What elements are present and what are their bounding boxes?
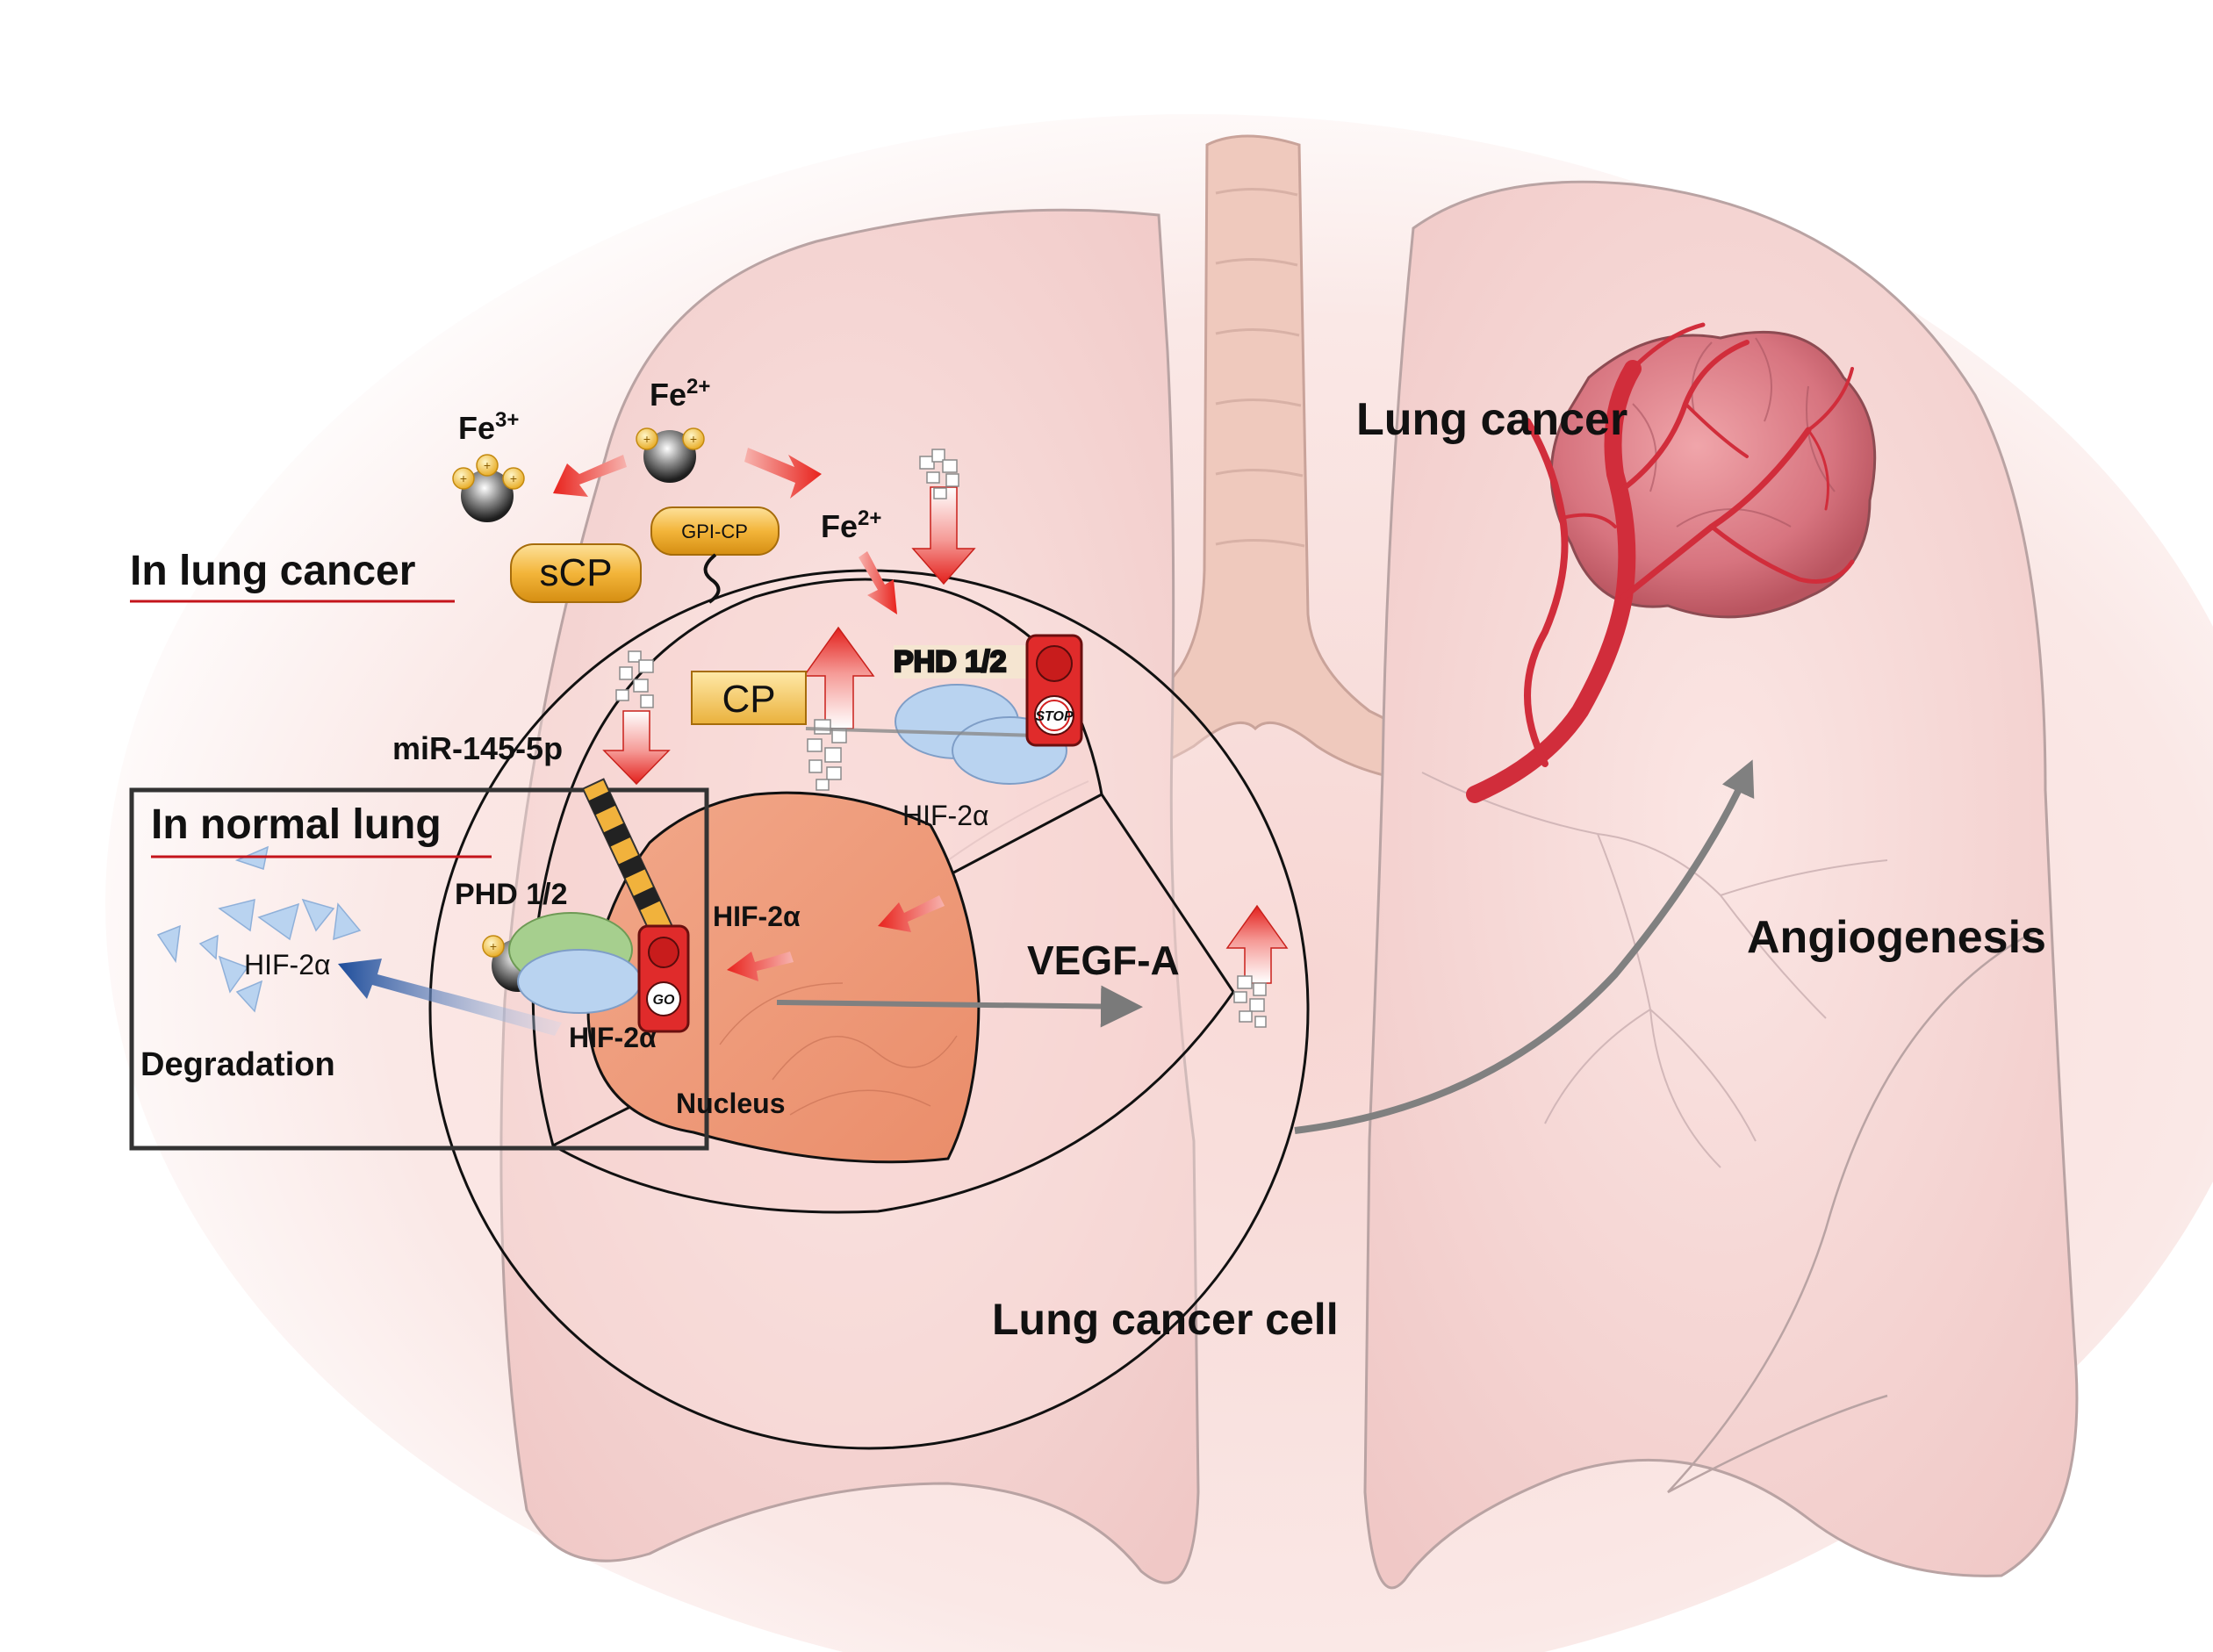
- lung-cancer-label: Lung cancer: [1356, 394, 1627, 445]
- phd-complex-left: [508, 912, 642, 1014]
- svg-text:+: +: [490, 939, 497, 953]
- up-arrow-vegf: [1225, 904, 1289, 1028]
- fe-to-phd-arrow: [859, 551, 897, 614]
- go-signal: [637, 924, 690, 1033]
- scp-badge: [510, 543, 642, 603]
- fe3-label: Fe3+: [458, 408, 519, 446]
- nucleus-label: Nucleus: [676, 1088, 785, 1119]
- cutaway-edge: [943, 793, 1103, 880]
- svg-text:+: +: [460, 471, 467, 485]
- stop-text: STOP: [1035, 709, 1074, 724]
- fe2-top-charge: 2+: [686, 375, 710, 399]
- gpi-anchor: [703, 553, 721, 604]
- in-lung-cancer-title: In lung cancer: [130, 548, 415, 594]
- fe2-mid-label: Fe2+: [821, 506, 881, 544]
- hif-nucleus-label: HIF-2α: [713, 901, 801, 932]
- tumor-vessels: [1466, 322, 1855, 803]
- in-normal-lung-title: In normal lung: [151, 801, 442, 848]
- hif-top-label: HIF-2α: [902, 800, 989, 831]
- scp-label: sCP: [539, 551, 612, 594]
- fe2-top-label: Fe2+: [650, 375, 710, 413]
- phd-left-label: PHD 1/2: [455, 878, 568, 911]
- svg-text:+: +: [643, 432, 650, 446]
- vegf-label: VEGF-A: [1027, 937, 1180, 983]
- degradation-label: Degradation: [140, 1046, 335, 1083]
- fe3-charge: 3+: [495, 408, 519, 432]
- svg-text:+: +: [484, 458, 491, 472]
- mir-label: miR-145-5p: [392, 730, 563, 766]
- svg-text:+: +: [510, 471, 517, 485]
- normal-lung-box: [129, 787, 709, 1151]
- svg-text:+: +: [690, 432, 697, 446]
- cp-label: CP: [722, 678, 775, 721]
- go-text: GO: [653, 993, 675, 1008]
- phd-top-label: PHD 1/2: [894, 645, 1007, 679]
- angiogenesis-arrow: [1294, 759, 1755, 1134]
- nucleus: [586, 791, 981, 1164]
- stop-signal: [1025, 634, 1083, 747]
- fe3-ion: + + +: [452, 454, 525, 522]
- right-lung-fissure-2: [1667, 1394, 1888, 1494]
- gpi-cp-label: GPI-CP: [681, 521, 748, 542]
- right-lung: [1363, 180, 2079, 1590]
- chromatin: [719, 982, 958, 1116]
- down-arrow-mir: [602, 650, 671, 786]
- hif-import-arrow-1: [878, 895, 945, 932]
- degradation-arrow: [338, 959, 562, 1036]
- fe-oxidation-arrow: [553, 455, 627, 497]
- fe2-ion-top: + +: [636, 427, 705, 483]
- fe2-mid-charge: 2+: [858, 506, 881, 530]
- hif-left-label: HIF-2α: [569, 1022, 657, 1053]
- expression-arrow: [776, 985, 1143, 1028]
- right-lung-fissure: [1667, 929, 2037, 1493]
- hif-import-arrow-2: [727, 952, 794, 981]
- cp-rectangle: [691, 671, 807, 725]
- fe-uptake-arrow: [744, 448, 822, 499]
- lung-cancer-cell-label: Lung cancer cell: [992, 1295, 1339, 1344]
- hif-degraded-label: HIF-2α: [244, 949, 331, 980]
- angiogenesis-label: Angiogenesis: [1747, 912, 2046, 963]
- down-arrow-fe: [911, 449, 976, 585]
